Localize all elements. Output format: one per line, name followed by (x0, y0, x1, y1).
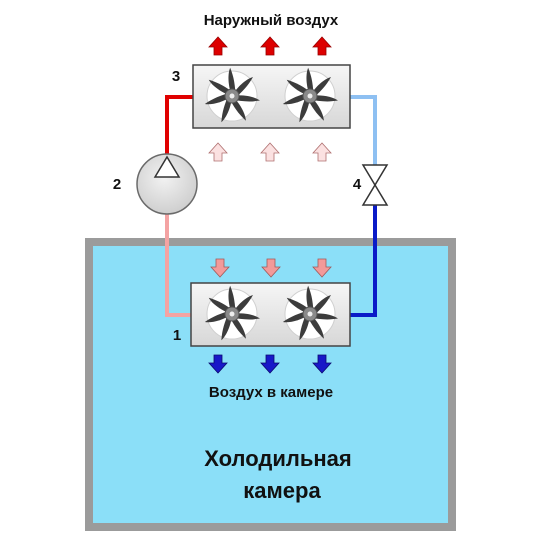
expansion-valve-icon (361, 164, 389, 206)
air-flow-arrow-icon (208, 142, 228, 162)
suction-line (165, 212, 191, 317)
chamber-air-label: Воздух в камере (209, 384, 333, 401)
air-flow-arrow-icon (260, 142, 280, 162)
chamber-title-line1: Холодильная (204, 446, 351, 471)
outdoor-air-out-arrows (208, 36, 332, 56)
air-flow-arrow-icon (312, 36, 332, 56)
air-flow-arrow-icon (312, 142, 332, 162)
outdoor-air-label: Наружный воздух (204, 12, 339, 29)
air-flow-arrow-icon (260, 36, 280, 56)
valve-number: 4 (353, 176, 362, 193)
cold-liquid-line (350, 205, 377, 317)
evaporator-unit (190, 282, 351, 347)
chamber-title-line2: камера (243, 478, 321, 503)
liquid-line (350, 95, 377, 165)
condenser-number: 3 (172, 68, 180, 85)
refrigerant-circuit (165, 95, 377, 317)
air-flow-arrow-icon (208, 36, 228, 56)
discharge-line (165, 95, 193, 157)
outdoor-air-in-arrows (208, 142, 332, 162)
condenser-unit (192, 64, 351, 129)
evaporator-number: 1 (173, 327, 181, 344)
compressor-icon (136, 153, 198, 215)
compressor-number: 2 (113, 176, 121, 193)
